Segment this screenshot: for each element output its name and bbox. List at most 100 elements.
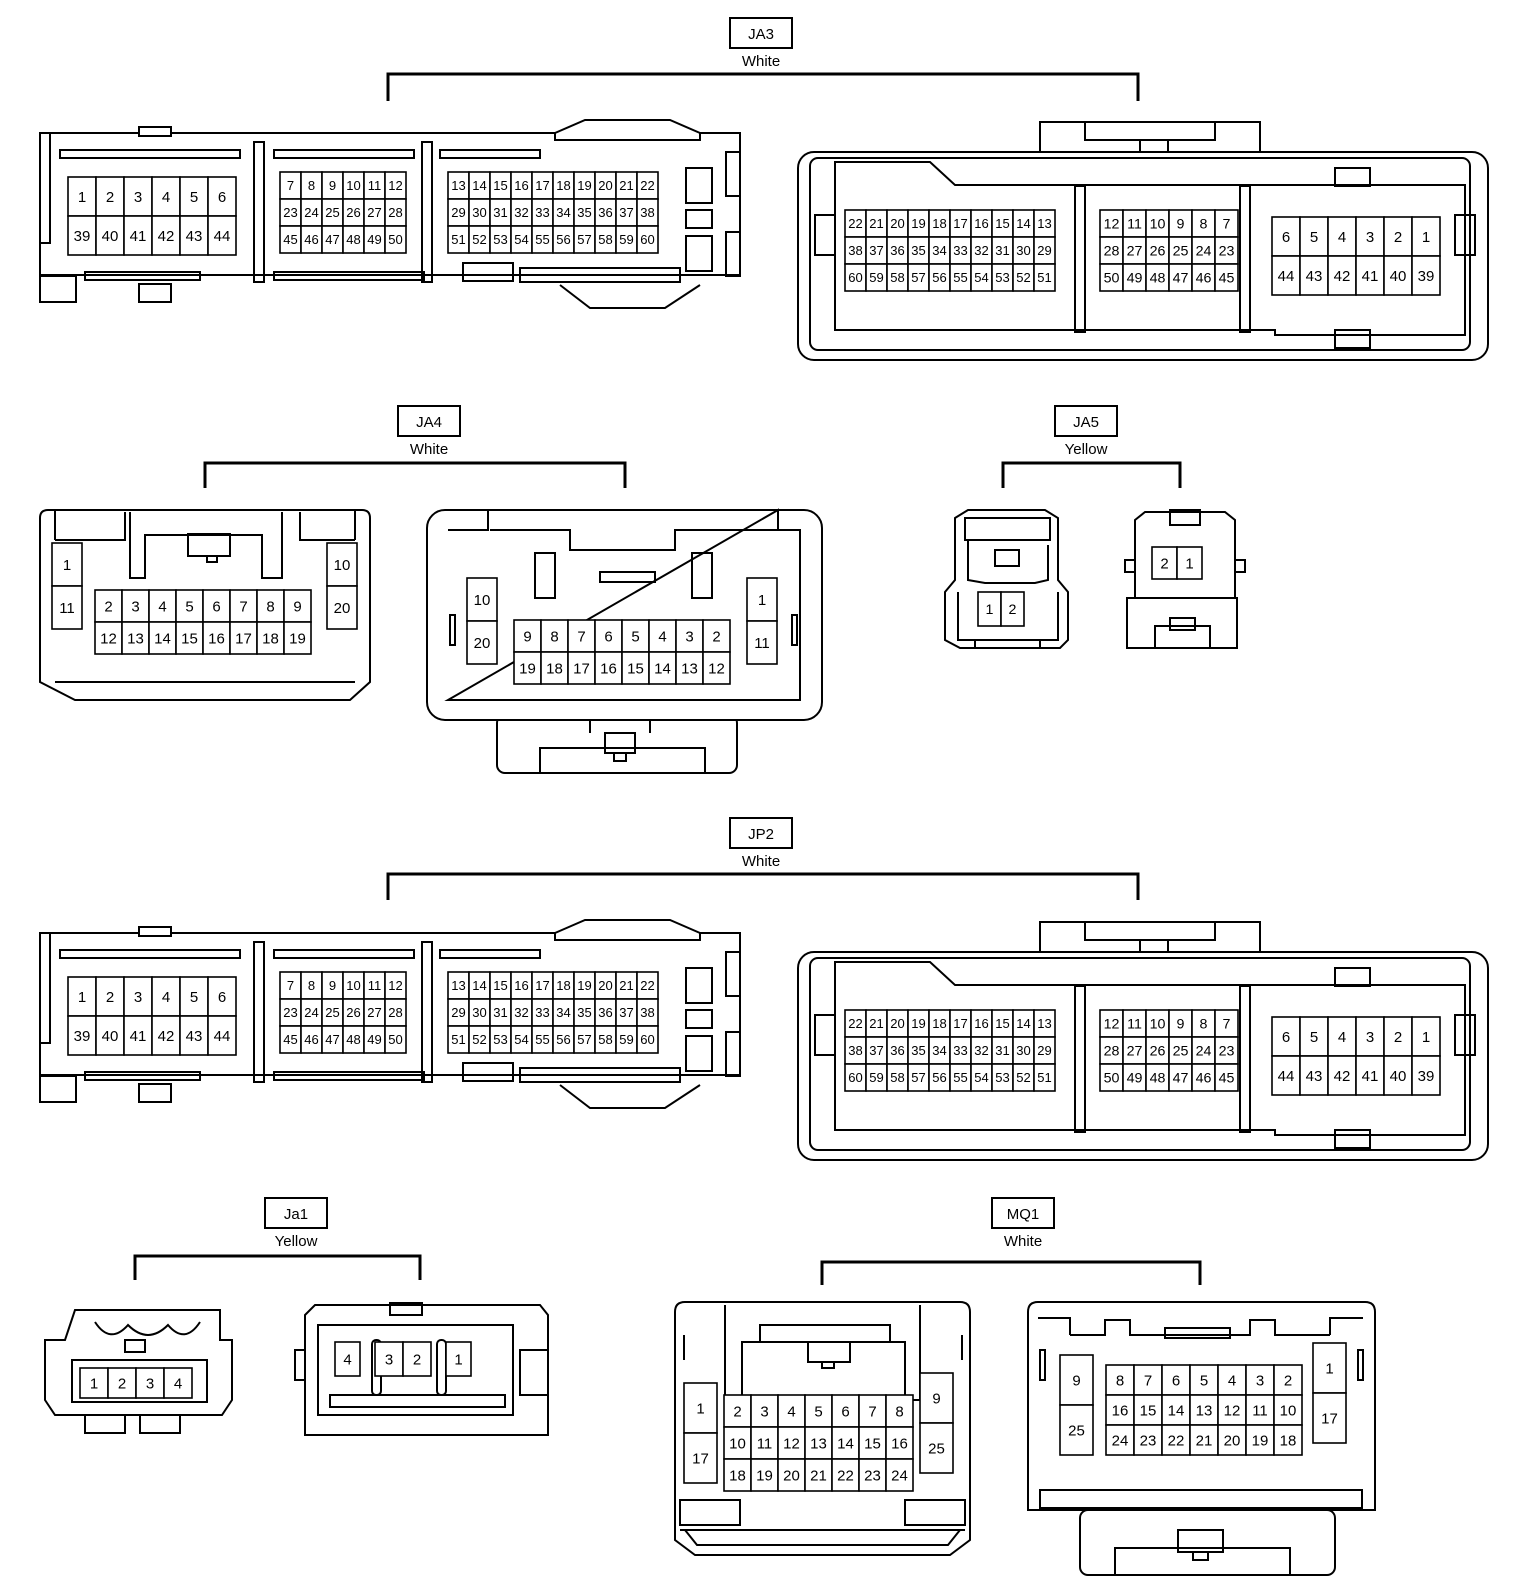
pin-number: 47 <box>1173 271 1189 287</box>
pin-number: 10 <box>474 592 491 609</box>
connector-label-box <box>397 405 461 437</box>
pin-number: 15 <box>493 978 507 993</box>
pin-cell <box>1059 1354 1094 1406</box>
pin-number: 24 <box>304 1005 318 1020</box>
pin-number: 56 <box>556 1032 570 1047</box>
pin-number: 46 <box>304 1032 318 1047</box>
pin-grid: 117 <box>683 1382 718 1484</box>
pin-number: 1 <box>758 592 766 609</box>
pin-number: 56 <box>556 232 570 247</box>
pin-cell <box>148 621 177 655</box>
connector-jp2: JP2 White <box>39 817 1489 1161</box>
pin-number: 14 <box>1016 1016 1030 1031</box>
connector-color: White <box>742 853 780 870</box>
pin-cell <box>1411 216 1441 257</box>
pin-cell <box>1176 546 1203 580</box>
pin-number: 28 <box>388 205 402 220</box>
pin-number: 42 <box>158 228 175 245</box>
pin-number: 4 <box>174 1375 182 1392</box>
pin-number: 3 <box>685 628 693 645</box>
pin-number: 17 <box>235 630 252 647</box>
pin-number: 37 <box>869 1043 883 1058</box>
pin-number: 8 <box>1116 1372 1124 1389</box>
pin-number: 40 <box>1390 1068 1407 1085</box>
pin-number: 3 <box>1256 1372 1264 1389</box>
pin-number: 31 <box>493 205 507 220</box>
pin-cell <box>67 176 97 217</box>
pin-cell <box>202 621 231 655</box>
pin-number: 2 <box>1160 555 1168 572</box>
pin-number: 21 <box>1196 1432 1213 1449</box>
pin-number: 1 <box>63 557 71 574</box>
pin-number: 25 <box>325 205 339 220</box>
pair-bracket <box>133 1254 422 1280</box>
pin-number: 16 <box>891 1435 908 1452</box>
pin-cell <box>1059 1404 1094 1456</box>
pin-number: 13 <box>1037 216 1051 231</box>
pin-cell <box>79 1367 109 1399</box>
pin-number: 13 <box>451 978 465 993</box>
pin-number: 28 <box>1104 1044 1120 1060</box>
pin-number: 38 <box>640 1005 654 1020</box>
pin-cell <box>94 621 123 655</box>
pin-number: 14 <box>472 978 486 993</box>
pin-cell <box>636 225 659 254</box>
pin-number: 29 <box>451 1005 465 1020</box>
pin-number: 35 <box>911 1043 925 1058</box>
pin-number: 10 <box>346 178 360 193</box>
pin-number: 15 <box>995 1016 1009 1031</box>
pin-number: 22 <box>837 1467 854 1484</box>
pin-number: 54 <box>514 232 528 247</box>
pin-number: 2 <box>1394 229 1402 246</box>
pin-number: 14 <box>472 178 486 193</box>
pin-cell <box>702 619 731 653</box>
pin-number: 55 <box>535 1032 549 1047</box>
pin-number: 5 <box>1310 1029 1318 1046</box>
pin-number: 23 <box>1140 1432 1157 1449</box>
pin-number: 49 <box>367 1032 381 1047</box>
pin-cell <box>1312 1342 1347 1394</box>
pin-number: 12 <box>783 1435 800 1452</box>
pin-number: 60 <box>848 270 862 285</box>
pin-cell <box>229 621 258 655</box>
pin-cell <box>384 1025 407 1054</box>
pin-number: 59 <box>619 232 633 247</box>
pin-number: 18 <box>556 178 570 193</box>
pin-number: 4 <box>787 1403 795 1420</box>
pin-number: 7 <box>239 598 247 615</box>
pin-cell <box>445 1341 472 1377</box>
pin-number: 43 <box>1306 1068 1323 1085</box>
pin-number: 47 <box>325 232 339 247</box>
pin-number: 13 <box>681 660 698 677</box>
pin-number: 58 <box>598 1032 612 1047</box>
pin-cell <box>151 976 181 1017</box>
pin-cell <box>804 1458 833 1492</box>
pin-number: 16 <box>974 216 988 231</box>
connector-label-box <box>729 17 793 49</box>
pin-number: 7 <box>868 1403 876 1420</box>
pin-number: 27 <box>1127 244 1143 260</box>
pin-number: 51 <box>1037 270 1051 285</box>
pin-number: 16 <box>1112 1402 1129 1419</box>
pin-number: 25 <box>1068 1422 1085 1439</box>
pin-number: 2 <box>1394 1029 1402 1046</box>
pin-number: 54 <box>514 1032 528 1047</box>
pin-number: 4 <box>1338 1029 1346 1046</box>
pin-cell <box>67 215 97 256</box>
pin-cell <box>229 589 258 623</box>
pin-cell <box>107 1367 137 1399</box>
pin-number: 32 <box>514 1005 528 1020</box>
pin-number: 41 <box>130 228 147 245</box>
connector-housing-left <box>944 509 1069 649</box>
pin-number: 35 <box>911 243 925 258</box>
pin-cell <box>1000 591 1025 627</box>
pin-number: 24 <box>1196 1044 1212 1060</box>
pin-number: 1 <box>90 1375 98 1392</box>
pin-number: 48 <box>1150 1071 1166 1087</box>
pin-cell <box>283 621 312 655</box>
